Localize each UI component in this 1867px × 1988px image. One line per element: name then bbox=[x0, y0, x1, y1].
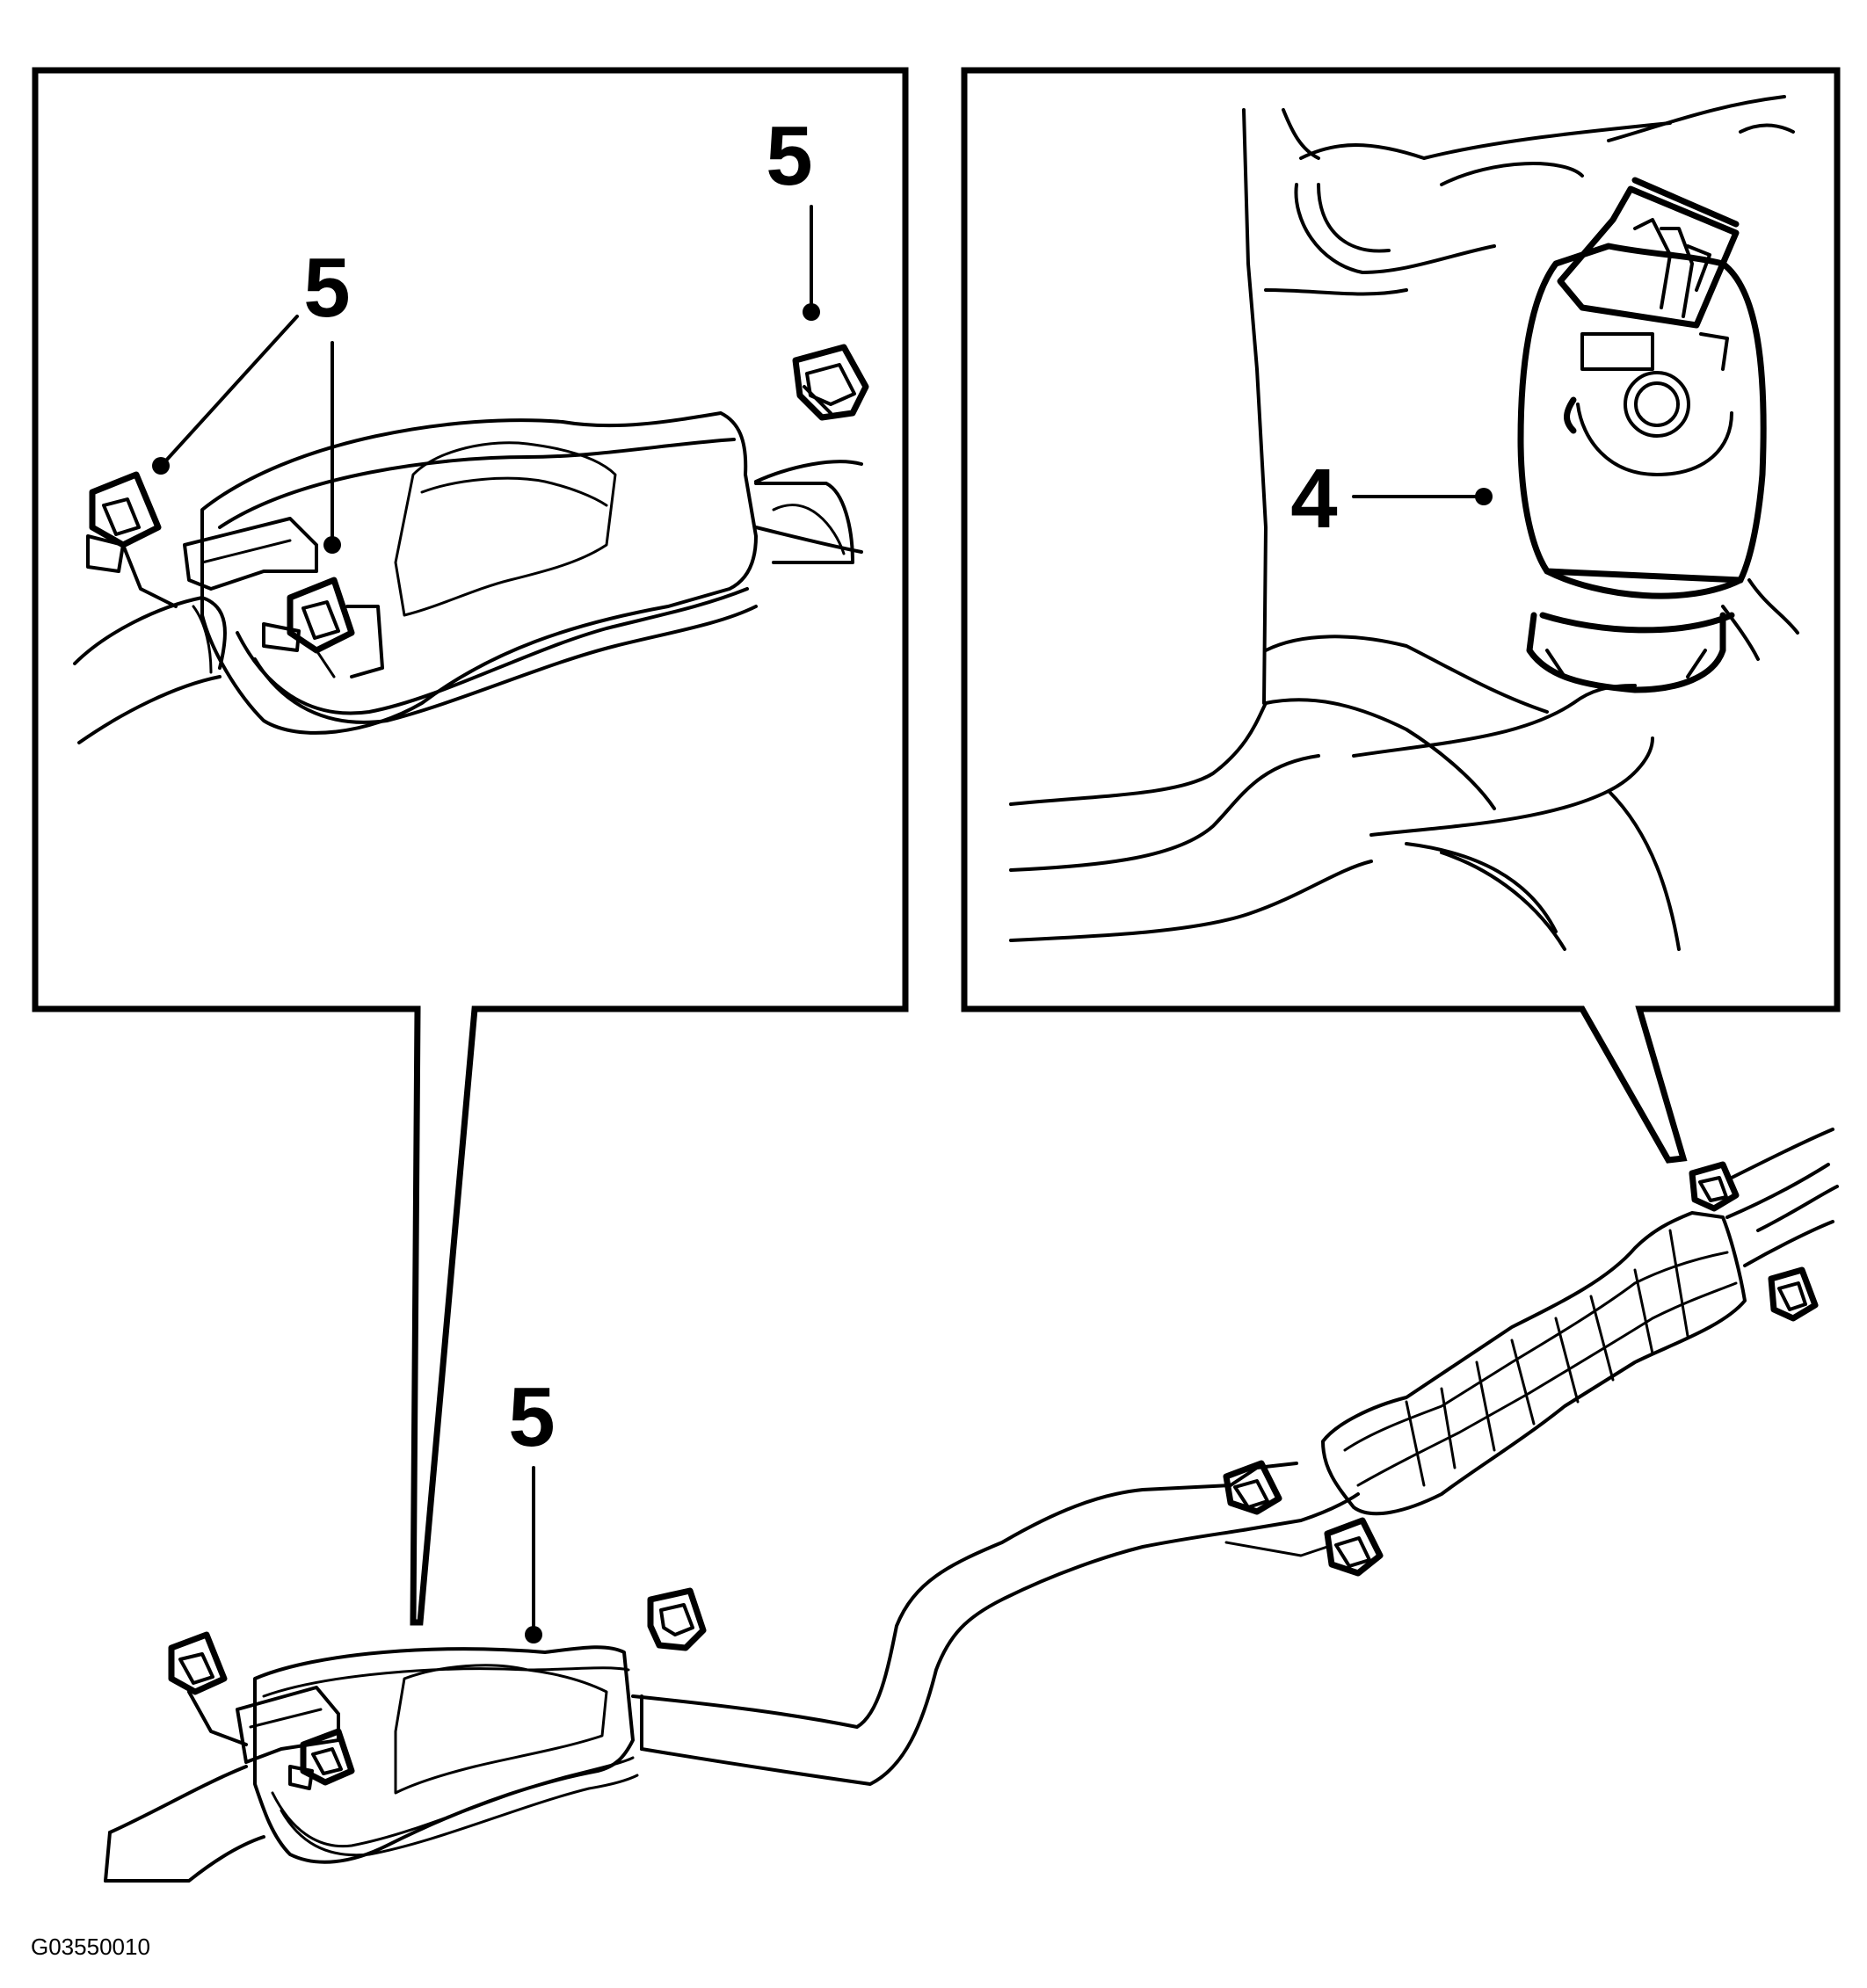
left-inset-muffler bbox=[183, 411, 854, 735]
main-hanger-converter-side bbox=[1768, 1266, 1819, 1322]
right-inset-sensor-assembly bbox=[1517, 177, 1767, 693]
left-inset-frame bbox=[32, 67, 909, 1626]
left-inset-pipe bbox=[73, 460, 863, 744]
right-inset: 4 bbox=[961, 67, 1841, 1164]
callout-label: 5 bbox=[766, 109, 812, 203]
right-inset-callout-sensor: 4 bbox=[1290, 452, 1493, 546]
main-catalytic-converter bbox=[1321, 1128, 1839, 1516]
main-callout-muffler: 5 bbox=[508, 1370, 556, 1643]
main-hanger-converter-rear bbox=[1689, 1161, 1740, 1212]
left-inset-callout-middle: 5 bbox=[152, 241, 351, 554]
main-hanger-intermediate bbox=[1223, 1460, 1282, 1515]
left-inset: 5 5 bbox=[32, 67, 909, 1626]
right-inset-underbody bbox=[1009, 95, 1799, 951]
callout-label: 5 bbox=[303, 241, 350, 335]
main-rear-muffler bbox=[236, 1645, 639, 1864]
main-exhaust-assembly: 5 bbox=[104, 1128, 1839, 1883]
left-inset-hanger-right bbox=[792, 344, 869, 421]
right-inset-frame bbox=[961, 67, 1841, 1164]
left-inset-callout-right: 5 bbox=[766, 109, 820, 321]
left-inset-hanger-left bbox=[86, 471, 178, 608]
main-hanger-muffler-middle bbox=[288, 1728, 355, 1790]
main-tailpipe bbox=[104, 1765, 265, 1883]
left-inset-hanger-middle bbox=[262, 577, 384, 678]
callout-label: 5 bbox=[508, 1370, 555, 1464]
main-hanger-muffler-right bbox=[647, 1587, 707, 1651]
callout-label: 4 bbox=[1290, 452, 1337, 546]
main-intermediate-pipe bbox=[631, 1462, 1360, 1786]
main-hanger-muffler-left bbox=[168, 1631, 248, 1746]
figure-code: G03550010 bbox=[31, 1934, 150, 1960]
main-hanger-converter-front bbox=[1324, 1517, 1384, 1577]
